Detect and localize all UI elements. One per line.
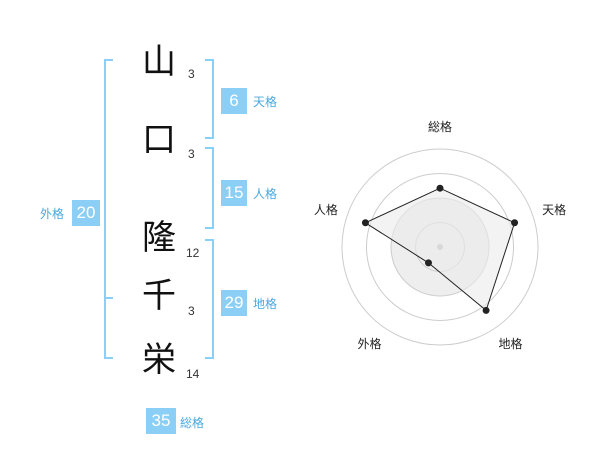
radar-point [361, 219, 369, 227]
radar-point [436, 184, 444, 192]
radar-points [361, 184, 519, 314]
chikaku-bracket [205, 239, 214, 359]
stroke-count-1: 3 [188, 67, 195, 81]
name-char-2: 口 [142, 120, 176, 160]
gaikaku-bracket [104, 59, 113, 359]
bracket-lines [104, 59, 214, 359]
soukaku-badge: 35 [146, 408, 176, 434]
radar-axis-label: 外格 [357, 336, 381, 351]
jinkaku-bracket [205, 147, 214, 229]
radar-ring-3 [366, 173, 514, 321]
tenkaku-bracket [205, 59, 214, 139]
radar-point [482, 306, 490, 314]
name-char-5: 栄 [142, 340, 176, 380]
radar-ring-4 [341, 148, 539, 346]
name-char-4: 千 [142, 276, 176, 316]
radar-point [424, 259, 432, 267]
stroke-count-4: 3 [188, 304, 195, 318]
radar-axis-label: 地格 [499, 336, 523, 351]
jinkaku-label: 人格 [253, 187, 278, 201]
name-char-1: 山 [142, 42, 176, 82]
radar-series-polygon [364, 187, 516, 312]
gaikaku-badge: 20 [72, 200, 100, 226]
stroke-count-3: 12 [186, 246, 200, 260]
name-char-3: 隆 [142, 218, 176, 258]
gaikaku-label: 外格 [40, 207, 65, 221]
radar-axis-label: 人格 [314, 202, 338, 217]
stroke-count-5: 14 [186, 367, 200, 381]
radar-axis-label: 天格 [542, 202, 566, 217]
radar-point [511, 219, 519, 227]
tenkaku-label: 天格 [253, 95, 278, 109]
chikaku-badge: 29 [221, 290, 247, 316]
jinkaku-badge: 15 [221, 180, 247, 206]
tenkaku-badge: 6 [221, 88, 247, 114]
chikaku-label: 地格 [253, 297, 278, 311]
stroke-count-2: 3 [188, 147, 195, 161]
soukaku-label: 総格 [180, 416, 205, 430]
radar-axis-label: 総格 [428, 119, 452, 134]
